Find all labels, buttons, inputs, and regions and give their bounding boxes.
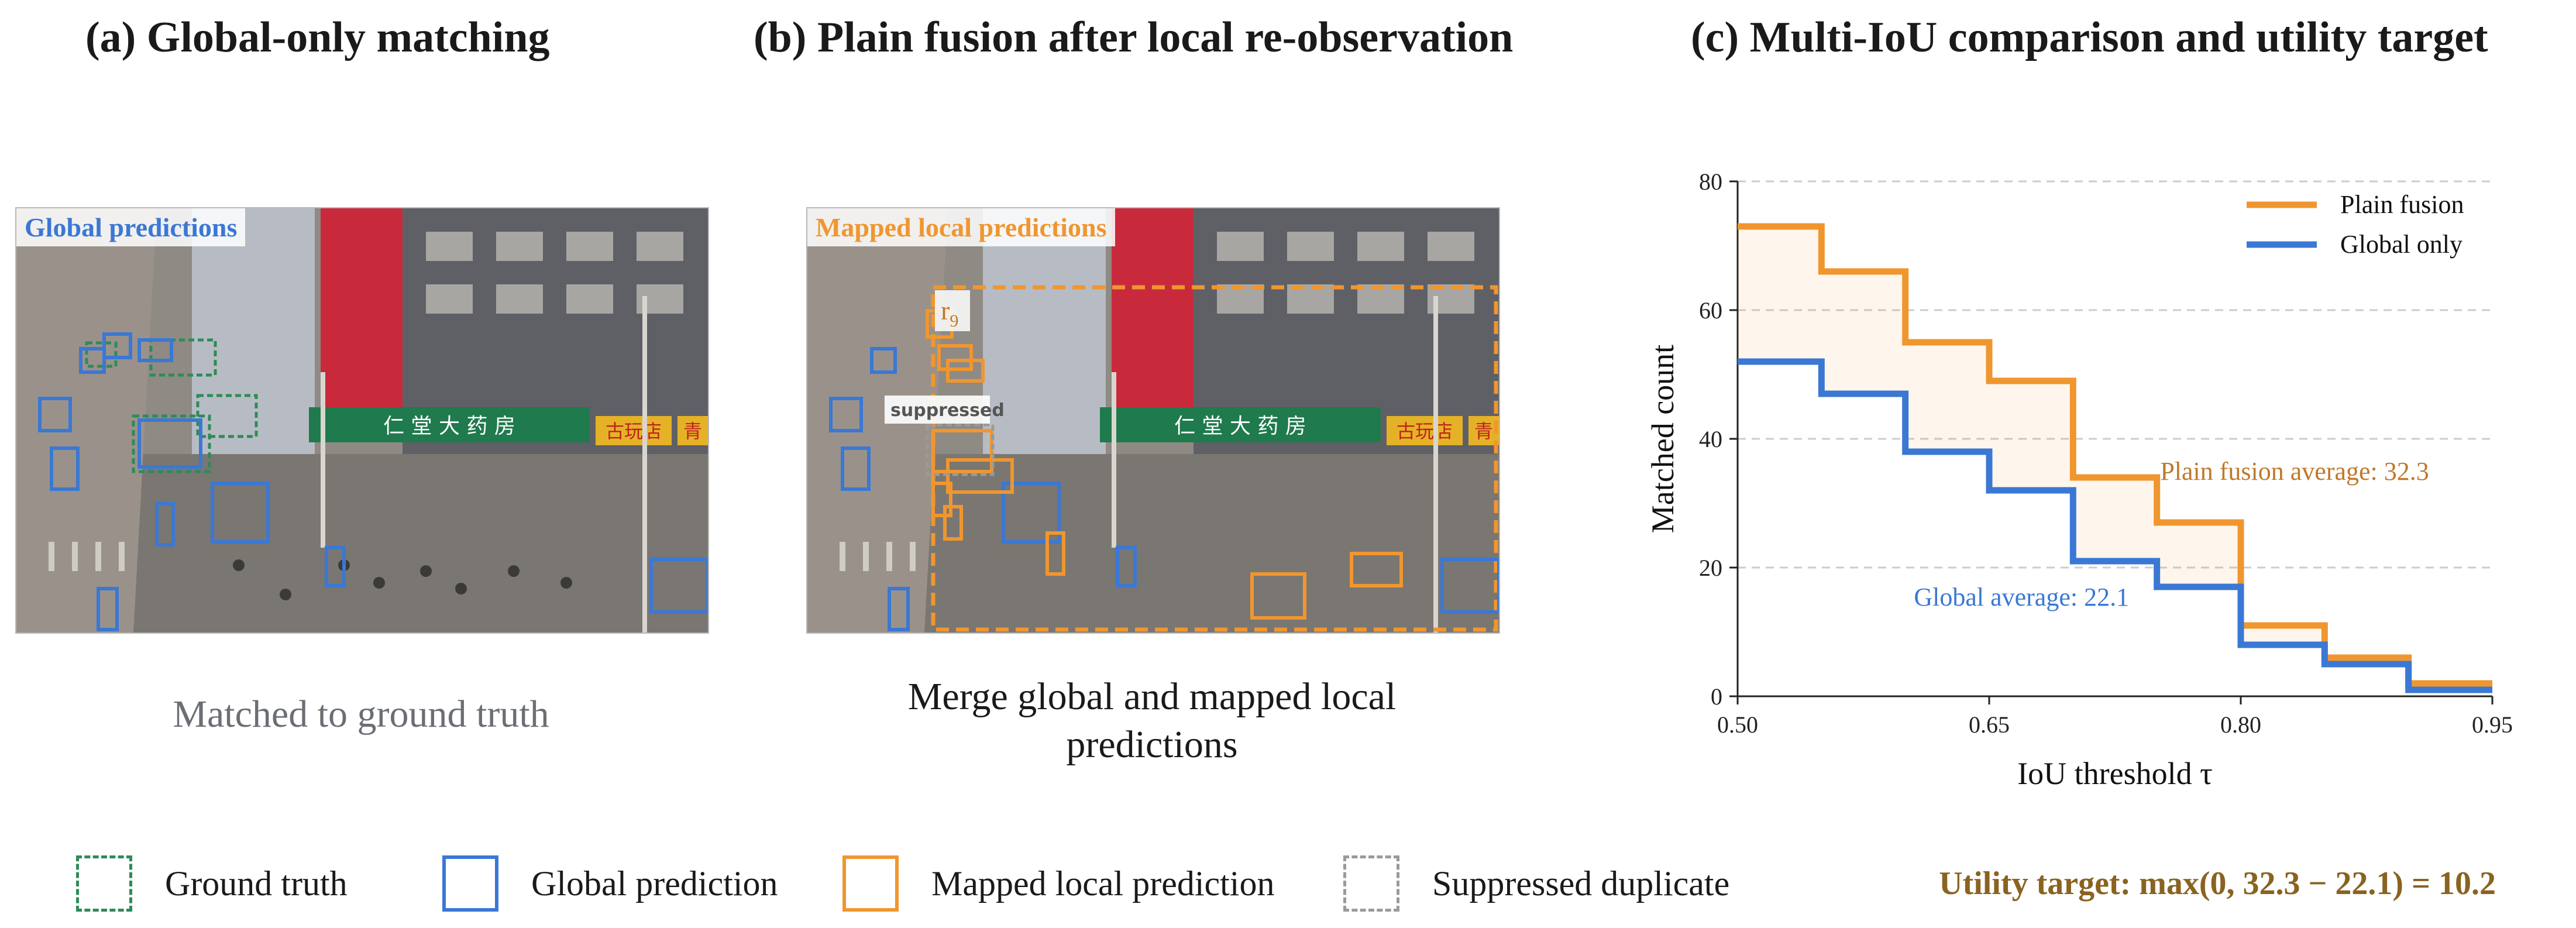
y-axis-label: Matched count [1645, 345, 1680, 533]
shop-sign-3-text: 青 [683, 420, 702, 442]
street-scene-b: 仁 堂 大 药 房 古玩店 青 [807, 208, 1499, 633]
suppressed-label: suppressed [890, 400, 1005, 421]
local-prediction-boxes [926, 309, 1403, 620]
shop-sign-2-text-b: 古玩店 [1397, 420, 1453, 442]
panel-b-caption-line-2: predictions [1066, 723, 1238, 766]
shop-sign-3-text-b: 青 [1474, 420, 1493, 442]
x-axis-label: IoU threshold τ [2017, 756, 2213, 791]
y-tick-label: 80 [1699, 169, 1722, 195]
panel-b-title: (b) Plain fusion after local re-observat… [754, 13, 1514, 61]
shop-sign-text: 仁 堂 大 药 房 [383, 414, 515, 438]
panel-a-caption: Matched to ground truth [173, 693, 549, 735]
global-prediction-boxes-b [829, 347, 1499, 631]
annotation-global-average: Global average: 22.1 [1914, 583, 2129, 611]
street-scene-a: 仁 堂 大 药 房 古玩店 青 [16, 208, 708, 633]
y-tick-label: 60 [1699, 297, 1722, 324]
legend-global-prediction-swatch [442, 855, 498, 912]
series-line-global-only [1738, 358, 2492, 693]
ground-truth-boxes [85, 338, 258, 473]
panel-b-caption: Merge global and mapped local prediction… [806, 673, 1498, 769]
utility-target: Utility target: max(0, 32.3 − 22.1) = 10… [1939, 865, 2496, 902]
legend-suppressed-label: Suppressed duplicate [1432, 864, 1730, 903]
series-line-plain-fusion [1738, 223, 2492, 687]
legend-mapped-local-label: Mapped local prediction [931, 864, 1275, 903]
chart-legend-label: Global only [2340, 230, 2462, 259]
chart-legend-label: Plain fusion [2340, 190, 2464, 219]
region-label: r9 [941, 295, 958, 331]
legend-suppressed-swatch [1343, 855, 1399, 912]
x-tick-label: 0.65 [1969, 712, 2010, 738]
suppressed-duplicate-box [926, 423, 995, 476]
global-prediction-boxes [38, 332, 708, 631]
legend-global-prediction-label: Global prediction [531, 864, 778, 903]
legend-ground-truth: Ground truth [76, 854, 348, 913]
annotation-fusion-average: Plain fusion average: 32.3 [2160, 457, 2429, 486]
panel-b-scene: 仁 堂 大 药 房 古玩店 青 [806, 207, 1500, 634]
x-tick-label: 0.50 [1717, 712, 1758, 738]
legend-mapped-local-swatch [842, 855, 899, 912]
legend-ground-truth-swatch [76, 855, 132, 912]
legend-suppressed-duplicate: Suppressed duplicate [1343, 854, 1729, 913]
y-tick-label: 40 [1699, 426, 1722, 452]
mapped-local-badge: Mapped local predictions [807, 208, 1115, 246]
panel-c-title: (c) Multi-IoU comparison and utility tar… [1691, 13, 2488, 61]
y-tick-label: 20 [1699, 555, 1722, 581]
legend-global-prediction: Global prediction [442, 854, 778, 913]
panel-a-scene: 仁 堂 大 药 房 古玩店 青 [15, 207, 709, 634]
legend-mapped-local-prediction: Mapped local prediction [842, 854, 1274, 913]
x-tick-label: 0.80 [2220, 712, 2261, 738]
shop-sign-text-b: 仁 堂 大 药 房 [1174, 414, 1306, 438]
panel-a-title: (a) Global-only matching [85, 13, 550, 61]
global-predictions-badge: Global predictions [16, 208, 246, 246]
x-tick-label: 0.95 [2472, 712, 2513, 738]
panel-b-caption-line-1: Merge global and mapped local [907, 675, 1397, 718]
shop-sign-2-text: 古玩店 [606, 420, 662, 442]
legend-ground-truth-label: Ground truth [165, 864, 348, 903]
y-tick-label: 0 [1711, 683, 1722, 710]
